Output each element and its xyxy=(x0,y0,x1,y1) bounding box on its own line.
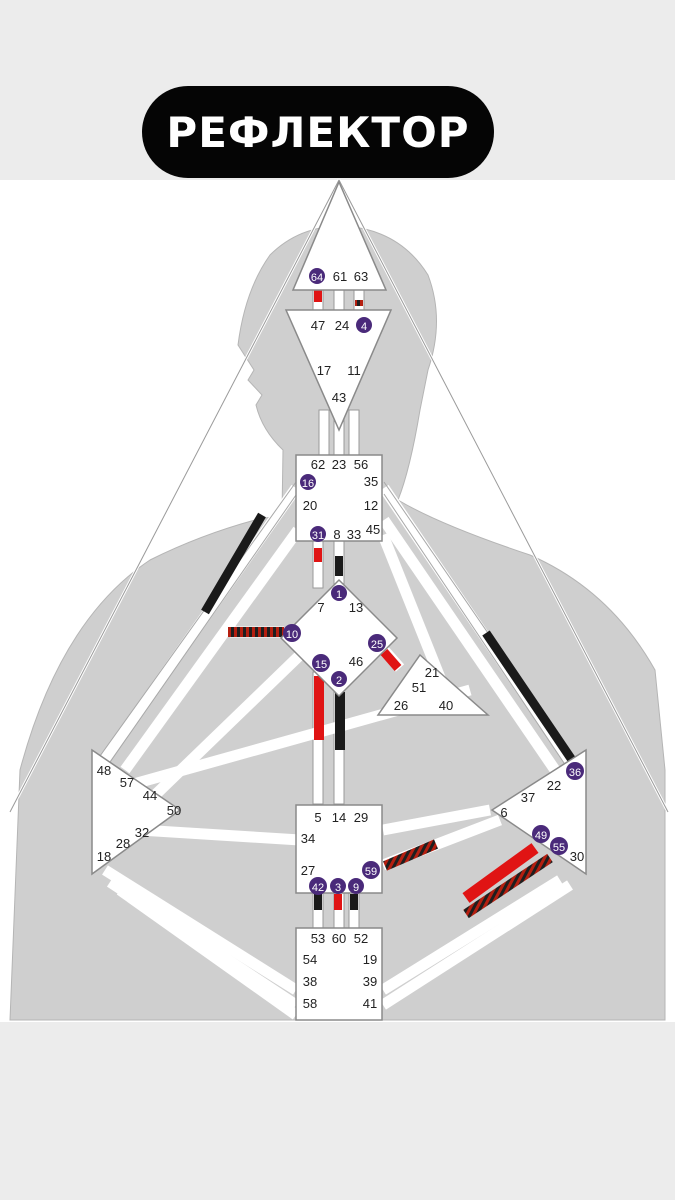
gate-26: 26 xyxy=(394,698,408,713)
gate-59: 59 xyxy=(365,866,377,878)
gate-54: 54 xyxy=(303,952,317,967)
gate-24: 24 xyxy=(335,318,349,333)
gate-52: 52 xyxy=(354,931,368,946)
throat-center xyxy=(295,454,383,542)
spleen-center xyxy=(91,748,182,876)
activation-badge-3 xyxy=(330,878,346,894)
gate-32: 32 xyxy=(135,825,149,840)
frame-line-left-edge xyxy=(9,179,340,813)
activation-badge-25 xyxy=(368,634,386,652)
activation-badge-16 xyxy=(300,474,316,490)
gate-42: 42 xyxy=(312,882,324,894)
gate-11: 11 xyxy=(347,363,361,378)
gate-61: 61 xyxy=(333,269,347,284)
activation-badge-55 xyxy=(550,837,568,855)
activation-badge-1 xyxy=(331,585,347,601)
gate-58: 58 xyxy=(303,996,317,1011)
active-segments xyxy=(201,290,576,919)
activation-badge-64 xyxy=(309,268,325,284)
gate-20: 20 xyxy=(303,498,317,513)
activation-badge-4 xyxy=(356,317,372,333)
gate-53: 53 xyxy=(311,931,325,946)
gate-13: 13 xyxy=(349,600,363,615)
activation-badge-42 xyxy=(309,877,327,895)
g-center xyxy=(279,578,399,698)
gate-10: 10 xyxy=(286,629,298,641)
gate-46: 46 xyxy=(349,654,363,669)
gate-3: 3 xyxy=(335,882,341,894)
activation-badge-15 xyxy=(312,654,330,672)
gate-31: 31 xyxy=(312,530,324,542)
gate-9: 9 xyxy=(353,882,359,894)
head-center xyxy=(291,180,388,291)
ajna-center xyxy=(284,309,393,432)
gate-44: 44 xyxy=(143,788,157,803)
type-title: РЕФЛЕКТОР xyxy=(166,107,470,157)
gate-14: 14 xyxy=(332,810,346,825)
gate-37: 37 xyxy=(521,790,535,805)
gate-30: 30 xyxy=(570,849,584,864)
activation-badge-9 xyxy=(348,878,364,894)
heart-center xyxy=(376,653,490,716)
gate-57: 57 xyxy=(120,775,134,790)
gate-2: 2 xyxy=(336,675,342,687)
gate-29: 29 xyxy=(354,810,368,825)
gate-62: 62 xyxy=(311,457,325,472)
type-title-badge: РЕФЛЕКТОР xyxy=(142,86,494,178)
activation-badge-31 xyxy=(310,526,326,542)
gate-43: 43 xyxy=(332,390,346,405)
activation-badge-59 xyxy=(362,861,380,879)
gate-60: 60 xyxy=(332,931,346,946)
gate-47: 47 xyxy=(311,318,325,333)
gate-51: 51 xyxy=(412,680,426,695)
activation-badge-2 xyxy=(331,671,347,687)
gate-45: 45 xyxy=(366,522,380,537)
gate-7: 7 xyxy=(317,600,324,615)
gate-15: 15 xyxy=(315,659,327,671)
gate-18: 18 xyxy=(97,849,111,864)
gate-41: 41 xyxy=(363,996,377,1011)
gate-40: 40 xyxy=(439,698,453,713)
gate-55: 55 xyxy=(553,842,565,854)
activation-badge-49 xyxy=(532,825,550,843)
gate-36: 36 xyxy=(569,767,581,779)
gate-28: 28 xyxy=(116,836,130,851)
gate-6: 6 xyxy=(500,805,507,820)
gate-1: 1 xyxy=(336,589,342,601)
gate-33: 33 xyxy=(347,527,361,542)
gate-48: 48 xyxy=(97,763,111,778)
diagonal-channels xyxy=(99,484,575,1020)
gate-35: 35 xyxy=(364,474,378,489)
gate-56: 56 xyxy=(354,457,368,472)
gate-22: 22 xyxy=(547,778,561,793)
gate-21: 21 xyxy=(425,665,439,680)
gate-64: 64 xyxy=(311,272,323,284)
gate-17: 17 xyxy=(317,363,331,378)
gate-25: 25 xyxy=(371,639,383,651)
gate-38: 38 xyxy=(303,974,317,989)
gate-19: 19 xyxy=(363,952,377,967)
gate-4: 4 xyxy=(361,321,367,333)
frame-line-right-edge xyxy=(338,179,669,813)
bottom-background xyxy=(0,1022,675,1200)
gate-39: 39 xyxy=(363,974,377,989)
gate-8: 8 xyxy=(333,527,340,542)
activation-badge-10 xyxy=(283,624,301,642)
gate-23: 23 xyxy=(332,457,346,472)
gate-63: 63 xyxy=(354,269,368,284)
centers xyxy=(91,180,587,1021)
activation-badge-36 xyxy=(566,762,584,780)
gate-49: 49 xyxy=(535,830,547,842)
gate-34: 34 xyxy=(301,831,315,846)
gate-16: 16 xyxy=(302,478,314,490)
gate-12: 12 xyxy=(364,498,378,513)
gate-5: 5 xyxy=(314,810,321,825)
gate-50: 50 xyxy=(167,803,181,818)
root-center xyxy=(295,927,383,1021)
gate-27: 27 xyxy=(301,863,315,878)
gate-labels: 64 61 63 47 24 4 17 11 43 62 23 56 16 35… xyxy=(97,268,584,1011)
